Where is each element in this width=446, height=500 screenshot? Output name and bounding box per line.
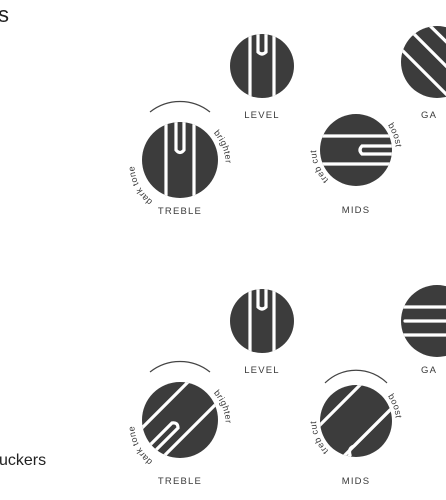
mids-label: MIDS	[342, 205, 371, 216]
level-knob[interactable]	[230, 275, 294, 365]
mids-range-arc	[325, 370, 387, 383]
level-label: LEVEL	[244, 365, 280, 376]
treble-range-arc	[150, 361, 210, 372]
treble-label: TREBLE	[158, 206, 202, 217]
gain-knob[interactable]	[392, 14, 446, 108]
gain-label: GA	[421, 365, 437, 376]
mids-knob[interactable]	[315, 365, 405, 475]
level-label: LEVEL	[244, 110, 280, 121]
gain-knob[interactable]	[390, 285, 446, 357]
treble-range-arc	[150, 101, 210, 112]
level-knob[interactable]	[230, 20, 294, 110]
gain-label: GA	[421, 110, 437, 121]
treble-label: TREBLE	[158, 476, 202, 487]
treble-knob[interactable]	[142, 110, 218, 210]
mids-label: MIDS	[342, 476, 371, 487]
